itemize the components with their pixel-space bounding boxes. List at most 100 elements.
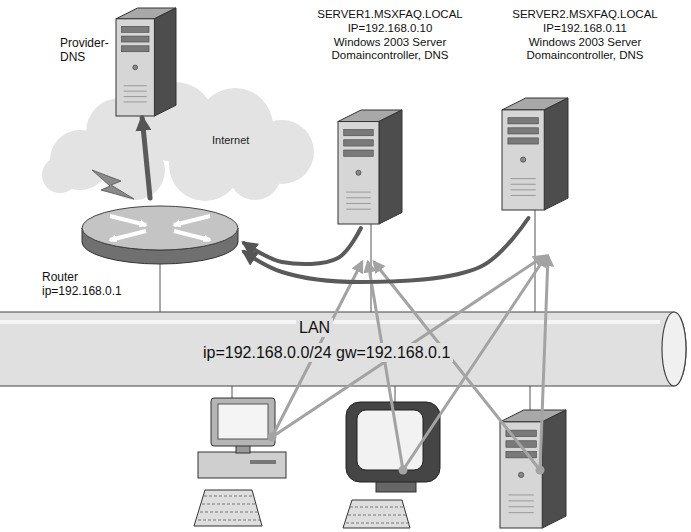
- key-row: [204, 496, 254, 497]
- router: Router ip=192.168.0.1: [38, 198, 244, 308]
- power-button: [518, 472, 523, 477]
- power-button: [133, 65, 138, 70]
- vent-line: [508, 500, 533, 501]
- server-side: [544, 98, 568, 210]
- node-label: Router ip=192.168.0.1: [42, 270, 134, 299]
- node-label: SERVER2.MSXFAQ.LOCAL: [484, 8, 686, 22]
- power-button: [356, 170, 361, 175]
- client-dns-link: [403, 256, 546, 470]
- keyboard: [343, 500, 410, 528]
- screen: [218, 404, 268, 439]
- vent-line: [510, 178, 535, 179]
- vent-line: [124, 91, 147, 92]
- lan-bus: [0, 312, 686, 386]
- power-button: [520, 157, 525, 162]
- key-row: [200, 512, 258, 513]
- client-dns-link: [272, 262, 362, 437]
- node-label: LAN: [296, 318, 333, 337]
- drive-slot: [250, 460, 276, 464]
- server-icon: [116, 8, 176, 116]
- link-dot: [399, 466, 408, 475]
- bus-wire: [160, 262, 161, 312]
- drive-bay: [121, 26, 149, 32]
- client-dns-link: [374, 262, 540, 470]
- node-label: IP=192.168.0.11: [484, 22, 686, 36]
- key-row: [350, 507, 404, 508]
- server-side: [542, 410, 566, 528]
- drive-bay: [508, 138, 538, 144]
- node-label: Windows 2003 Server: [484, 36, 686, 50]
- key-row: [348, 515, 406, 516]
- bus-wire: [530, 386, 531, 412]
- key-row: [346, 523, 408, 524]
- server-side: [154, 8, 176, 116]
- key-row: [202, 504, 256, 505]
- drive-bay: [121, 36, 149, 42]
- pc-case: [198, 452, 286, 478]
- cloud-puff: [42, 157, 78, 193]
- vent-line: [124, 85, 147, 86]
- monitor: [211, 398, 275, 446]
- lan-segment: LAN ip=192.168.0.0/24 gw=192.168.0.1: [0, 310, 691, 388]
- vent-line: [508, 506, 533, 507]
- node-label: SERVER1.MSXFAQ.LOCAL: [293, 8, 487, 22]
- server-side: [379, 110, 402, 224]
- lightning-symbol: [92, 170, 134, 199]
- router-top: [82, 206, 238, 250]
- server-icon: [338, 110, 402, 224]
- crt-screen: [357, 410, 423, 470]
- router-arrow: [174, 231, 210, 240]
- node-label: Windows 2003 Server: [293, 36, 487, 50]
- region-label: Internet: [212, 134, 249, 146]
- cloud-puff: [229, 148, 281, 200]
- vent-line: [124, 96, 147, 97]
- router-arrow: [110, 216, 146, 225]
- keyboard: [194, 490, 262, 526]
- server-front: [116, 19, 154, 116]
- desktop-client: [194, 398, 286, 526]
- vent-line: [508, 512, 533, 513]
- dns-server: Provider-DNS: [58, 6, 180, 118]
- domain-controller: SERVER2.MSXFAQ.LOCALIP=192.168.0.11Windo…: [484, 6, 686, 218]
- router-arrow: [110, 231, 146, 240]
- vent-line: [346, 192, 371, 193]
- vent-line: [346, 197, 371, 198]
- crt-client: [343, 402, 440, 528]
- link-dot: [268, 433, 277, 442]
- dns-forward-arrow: [244, 228, 361, 264]
- node-label: IP=192.168.0.10: [293, 22, 487, 36]
- server-front: [502, 110, 544, 210]
- vent-line: [510, 184, 535, 185]
- client-dns-link: [540, 256, 548, 470]
- client-links: [268, 256, 549, 475]
- bus-wire: [232, 386, 233, 398]
- client-dns-link: [272, 256, 544, 437]
- client-server: [500, 410, 566, 528]
- bus-body: [0, 312, 686, 386]
- server-front: [338, 122, 379, 224]
- vent-line: [124, 101, 147, 102]
- drive-bay: [121, 46, 149, 52]
- internet-cloud: [42, 82, 314, 201]
- vent-line: [346, 209, 371, 210]
- router-arrow: [174, 216, 210, 225]
- drive-bay: [508, 118, 538, 124]
- drive-bay: [344, 150, 373, 156]
- node-label: ip=192.168.0.0/24 gw=192.168.0.1: [200, 343, 453, 362]
- vent-line: [508, 494, 533, 495]
- server-front: [500, 422, 542, 528]
- router-icon: [82, 206, 238, 264]
- node-label: Domaincontroller, DNS: [293, 49, 487, 63]
- drive-bay: [508, 128, 538, 134]
- drive-bay: [344, 140, 373, 146]
- drive-bay: [344, 130, 373, 136]
- bus-wire: [395, 386, 396, 402]
- link-dot: [536, 466, 545, 475]
- bus-end: [662, 312, 686, 386]
- drive-bay: [506, 451, 536, 457]
- vent-line: [510, 195, 535, 196]
- dns-forward-arrow: [142, 118, 150, 198]
